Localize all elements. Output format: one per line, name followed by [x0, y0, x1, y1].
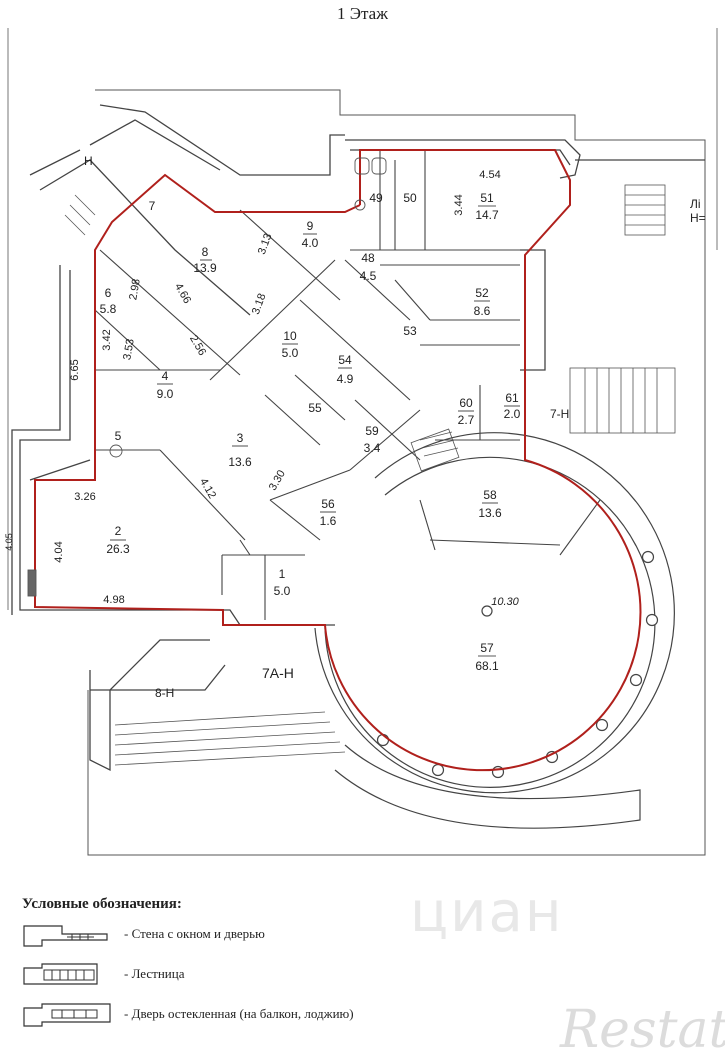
room-area-57: 68.1: [475, 659, 499, 673]
dim-2-98: 2.98: [127, 278, 143, 301]
room-area-6: 5.8: [100, 302, 117, 316]
room-num-9: 9: [307, 219, 314, 233]
site-boundary: [87, 89, 706, 856]
room-area-3: 13.6: [228, 455, 252, 469]
stair-label-n-eq: Н=: [690, 211, 706, 225]
dim-3-30: 3.30: [267, 468, 288, 493]
room-area-54: 4.9: [337, 372, 354, 386]
room-num-6: 6: [105, 286, 112, 300]
dim-4-05: 4.05: [4, 533, 14, 551]
stair-label-7a-n: 7А-Н: [262, 665, 294, 681]
watermark-restate: Restate: [560, 1000, 725, 1060]
room-area-52: 8.6: [474, 304, 491, 318]
stairs-symbol: [23, 963, 98, 985]
room-num-55: 55: [308, 401, 322, 415]
apartment-outline: [34, 149, 642, 772]
stair-label-li: Лі: [690, 197, 701, 211]
room-num-50: 50: [403, 191, 417, 205]
room-area-8: 13.9: [193, 261, 217, 275]
room-num-51: 51: [480, 191, 494, 205]
dim-10-30: 10.30: [491, 596, 519, 608]
room-num-59: 59: [365, 424, 379, 438]
room-area-48: 4.5: [360, 269, 377, 283]
stair-label-8-n: 8-Н: [155, 686, 174, 700]
room-num-7: 7: [149, 199, 156, 213]
room-num-8: 8: [202, 245, 209, 259]
room-area-10: 5.0: [282, 346, 299, 360]
plumbing-fixtures: [27, 157, 387, 597]
room-num-60: 60: [459, 396, 473, 410]
room-num-56: 56: [321, 497, 335, 511]
room-num-53: 53: [403, 324, 417, 338]
staircases: [64, 184, 676, 766]
room-num-54: 54: [338, 353, 352, 367]
glazed-door-symbol: [23, 1003, 111, 1027]
dim-4-12: 4.12: [197, 476, 218, 501]
watermark-cian: циан: [410, 880, 564, 945]
dim-3-53: 3.53: [121, 338, 137, 361]
room-num-58: 58: [483, 488, 497, 502]
room-num-1: 1: [279, 567, 286, 581]
room-area-59: 3.4: [364, 441, 381, 455]
dim-3-26: 3.26: [74, 491, 95, 503]
dimension-labels: 4.54 3.44 3.13 3.18 4.66 2.98 3.42 3.53 …: [4, 169, 520, 608]
floor-title: 1 Этаж: [337, 4, 388, 23]
room-num-10: 10: [283, 329, 297, 343]
wall-window-door-symbol: [23, 925, 108, 947]
room-numbers: 1 2 3 4 5 6 7 8 9 10 48 49 50 51 52 53 5…: [105, 191, 519, 655]
dim-2-56: 2.56: [187, 333, 208, 358]
room-area-60: 2.7: [458, 413, 475, 427]
dim-4-04: 4.04: [53, 541, 65, 562]
dim-4-54: 4.54: [479, 169, 500, 181]
legend-wall-label: - Стена с окном и дверью: [124, 926, 265, 941]
room-num-48: 48: [361, 251, 375, 265]
room-area-51: 14.7: [475, 208, 499, 222]
room-area-56: 1.6: [320, 514, 337, 528]
dim-3-18: 3.18: [250, 292, 269, 316]
room-num-3: 3: [237, 431, 244, 445]
exterior-walls: [11, 104, 705, 772]
room-area-9: 4.0: [302, 236, 319, 250]
room-num-49: 49: [369, 191, 383, 205]
room-num-5: 5: [115, 429, 122, 443]
room-area-4: 9.0: [157, 387, 174, 401]
legend-title: Условные обозначения:: [22, 896, 182, 912]
room-num-52: 52: [475, 286, 489, 300]
stair-labels: 7А-Н 7-Н 8-Н Н Лі Н=: [84, 154, 706, 700]
room-areas: 5.0 26.3 13.6 9.0 5.8 13.9 4.0 5.0 4.5 1…: [100, 208, 521, 673]
legend-stairs-label: - Лестница: [124, 966, 185, 981]
rotunda-columns: [376, 550, 659, 779]
dim-4-66: 4.66: [172, 281, 193, 306]
room-area-58: 13.6: [478, 506, 502, 520]
room-area-61: 2.0: [504, 407, 521, 421]
room-area-1: 5.0: [274, 584, 291, 598]
interior-walls: [94, 150, 601, 620]
dim-3-42: 3.42: [101, 329, 113, 350]
room-area-2: 26.3: [106, 542, 130, 556]
room-num-2: 2: [115, 524, 122, 538]
dim-3-13: 3.13: [256, 232, 275, 256]
room-num-61: 61: [505, 391, 519, 405]
dim-3-44: 3.44: [453, 194, 465, 215]
room-num-4: 4: [162, 369, 169, 383]
dim-6-65: 6.65: [69, 359, 81, 380]
legend-glazed-door-label: - Дверь остекленная (на балкон, лоджию): [124, 1006, 354, 1021]
dim-4-98: 4.98: [103, 594, 124, 606]
room-num-57: 57: [480, 641, 494, 655]
rotunda-walls: [314, 432, 675, 829]
stair-label-7-n: 7-Н: [550, 407, 569, 421]
stair-label-n: Н: [84, 154, 93, 168]
